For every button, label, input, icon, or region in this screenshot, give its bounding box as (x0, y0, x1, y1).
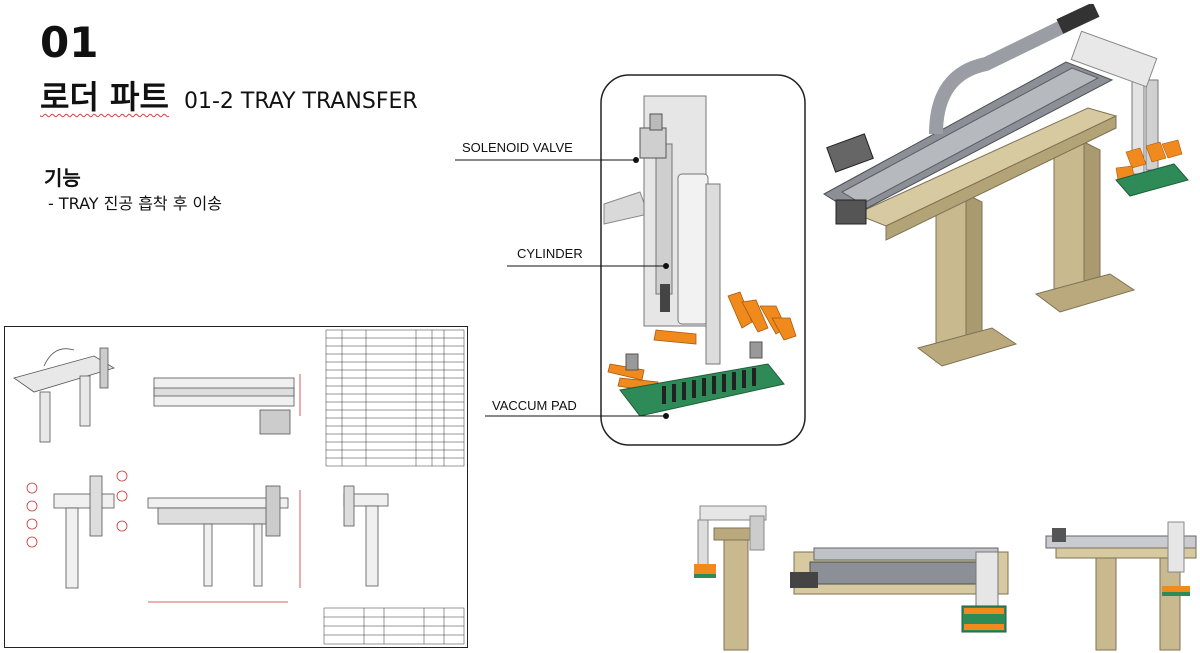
title-block (323, 607, 465, 645)
callout-solenoid-valve: SOLENOID VALVE (462, 140, 573, 155)
orthographic-views (694, 505, 1197, 651)
isometric-render (823, 4, 1189, 367)
render-front-view (1045, 521, 1197, 651)
top-view (153, 374, 301, 435)
callout-lines (455, 157, 669, 419)
function-description: - TRAY 진공 흡착 후 이송 (48, 194, 222, 213)
side-view-left (26, 470, 128, 589)
engineering-drawing (4, 326, 468, 648)
closeup-view (600, 74, 806, 446)
render-top-view (790, 547, 1009, 633)
title-english: 01-2 TRAY TRANSFER (184, 89, 418, 114)
render-side-view (694, 505, 767, 651)
iso-view-small (13, 347, 115, 443)
callout-cylinder: CYLINDER (517, 246, 583, 261)
callout-vacuum-pad: VACCUM PAD (492, 398, 577, 413)
slide-title: 로더 파트 01-2 TRAY TRANSFER (40, 72, 418, 118)
title-korean: 로더 파트 (40, 78, 169, 116)
side-view-right (343, 485, 389, 587)
parts-list-table (325, 329, 465, 467)
slide-number: 01 (40, 18, 99, 67)
function-heading: 기능 (44, 166, 81, 190)
front-view (147, 485, 301, 603)
